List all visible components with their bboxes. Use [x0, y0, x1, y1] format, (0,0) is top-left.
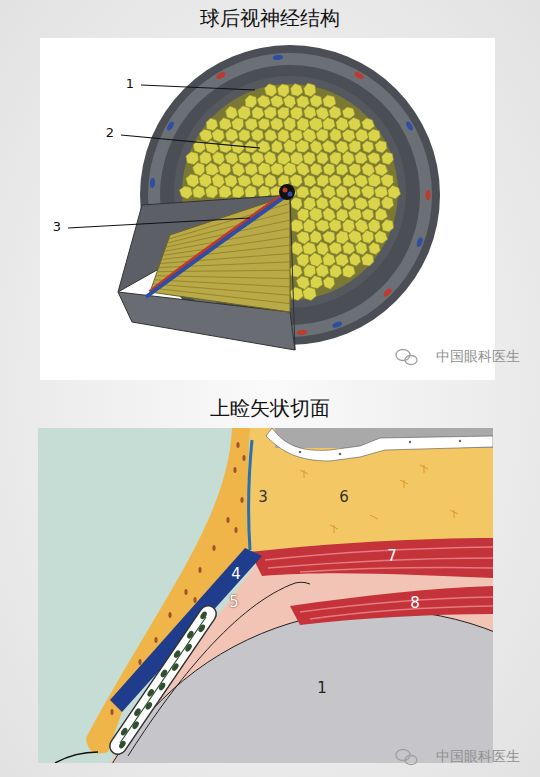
wechat-icon — [396, 350, 417, 365]
callout-number: 7 — [387, 548, 397, 565]
wechat-icon — [396, 750, 417, 765]
callout-number: 5 — [229, 594, 239, 611]
panel-title: 球后视神经结构 — [200, 7, 340, 29]
callout-number: 2 — [106, 126, 114, 140]
panel-title: 上睑矢状切面 — [210, 397, 330, 419]
callout-number: 4 — [231, 566, 241, 583]
callout-number: 1 — [126, 77, 134, 91]
callout-number: 8 — [410, 595, 420, 612]
image-panel — [40, 38, 495, 380]
eyelid-section — [38, 428, 493, 763]
callout-number: 3 — [258, 489, 268, 506]
leader-lines — [68, 85, 260, 228]
callout-number: 6 — [339, 489, 349, 506]
callout-number: 3 — [53, 220, 61, 234]
watermark: 中国眼科医生 — [436, 749, 520, 764]
optic-nerve-section — [118, 45, 440, 350]
watermark: 中国眼科医生 — [436, 349, 520, 364]
callout-number: 1 — [317, 680, 327, 697]
